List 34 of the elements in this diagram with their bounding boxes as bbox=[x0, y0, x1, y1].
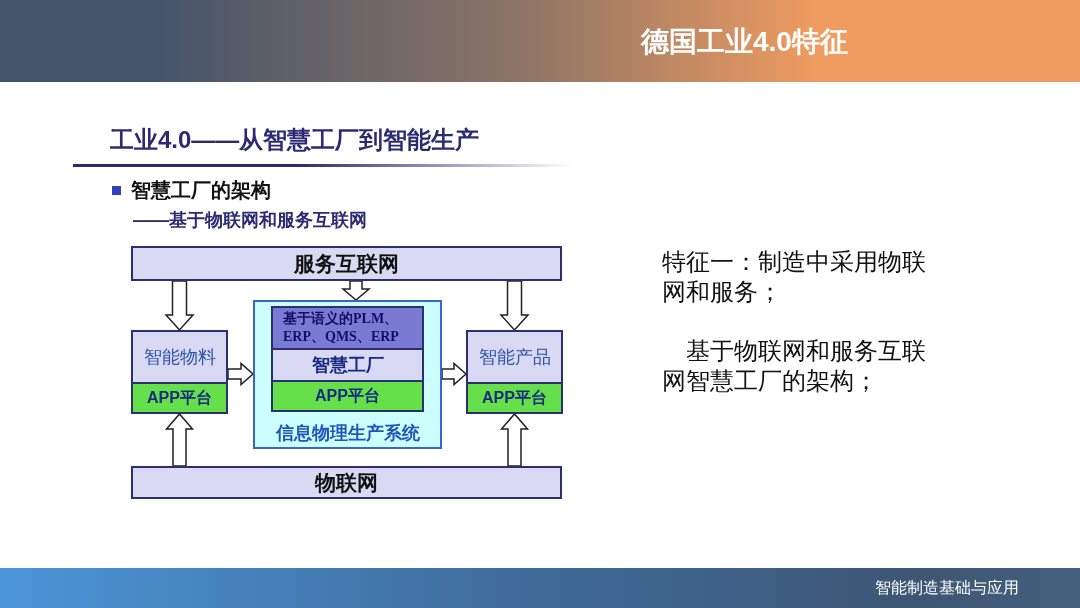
container-label: 信息物理生产系统 bbox=[275, 424, 420, 442]
footer-text: 智能制造基础与应用 bbox=[875, 578, 1019, 598]
hollow-arrow bbox=[340, 280, 372, 301]
band-label: 智慧工厂 bbox=[311, 356, 384, 374]
feature-text: 基于物联网和服务互联网智慧工厂的架构； bbox=[662, 337, 927, 396]
hollow-arrow bbox=[227, 361, 255, 387]
component-box bbox=[466, 330, 563, 414]
band-label: APP平台 bbox=[482, 390, 547, 406]
feature-text: 特征一：制造中采用物联网和服务； bbox=[662, 248, 927, 307]
factory-band bbox=[271, 350, 424, 382]
component-box bbox=[131, 330, 228, 414]
hollow-arrow bbox=[441, 361, 468, 387]
system-container bbox=[253, 300, 442, 449]
network-layer-bar bbox=[131, 246, 562, 281]
box-label: 智能产品 bbox=[478, 348, 551, 366]
platform-band bbox=[271, 382, 424, 412]
bullet-heading: 智慧工厂的架构 bbox=[131, 178, 271, 203]
software-band bbox=[271, 306, 424, 350]
hollow-arrow bbox=[164, 412, 195, 467]
hollow-arrow bbox=[164, 280, 195, 332]
bar-label: 服务互联网 bbox=[294, 253, 399, 274]
network-layer-bar bbox=[131, 466, 562, 499]
platform-band bbox=[133, 382, 226, 412]
band-label: APP平台 bbox=[147, 390, 212, 406]
platform-band bbox=[468, 382, 561, 412]
section-heading: 工业4.0——从智慧工厂到智能生产 bbox=[110, 125, 480, 155]
bar-label: 物联网 bbox=[315, 472, 378, 493]
hollow-arrow bbox=[499, 412, 530, 467]
band-label: 基于语义的PLM、ERP、QMS、ERP bbox=[283, 310, 400, 346]
hollow-arrow bbox=[499, 280, 530, 332]
subheading: ——基于物联网和服务互联网 bbox=[133, 209, 367, 232]
slide-title: 德国工业4.0特征 bbox=[641, 27, 848, 57]
band-label: APP平台 bbox=[315, 388, 380, 404]
box-label: 智能物料 bbox=[143, 348, 216, 366]
